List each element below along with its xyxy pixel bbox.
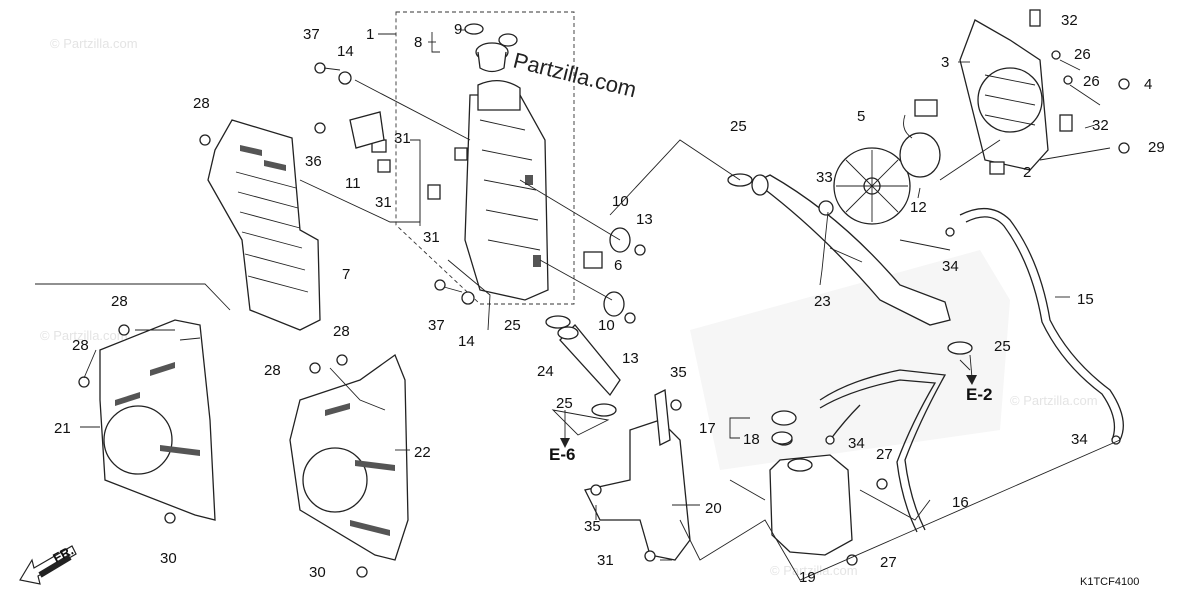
callout: 31: [423, 229, 440, 246]
callout: 16: [952, 494, 969, 511]
callout: 8: [414, 34, 422, 51]
e2-arrow: [966, 354, 977, 385]
callout: 13: [622, 350, 639, 367]
callout: 10: [598, 317, 615, 334]
callout: 26: [1083, 73, 1100, 90]
fan-motor: [899, 99, 941, 178]
front-direction-arrow: FR.: [19, 543, 77, 585]
callout: 23: [814, 293, 831, 310]
section-divider: [35, 283, 231, 311]
callout: 25: [556, 395, 573, 412]
callout: 28: [72, 337, 89, 354]
callout: 28: [333, 323, 350, 340]
callout: 7: [342, 266, 350, 283]
reference-e6: E-6: [549, 445, 575, 464]
callout: 31: [394, 130, 411, 147]
callout: 15: [1077, 291, 1094, 308]
callout: 17: [699, 420, 716, 437]
callout: 28: [193, 95, 210, 112]
callout: 32: [1061, 12, 1078, 29]
callout: 11: [345, 175, 361, 192]
lower-shroud-right: [289, 353, 409, 561]
callout: 6: [614, 257, 622, 274]
e6-arrow: [560, 410, 570, 448]
callout: 10: [612, 193, 629, 210]
callout: 27: [876, 446, 893, 463]
watermark: © Partzilla.com: [1010, 393, 1098, 408]
callout: 34: [848, 435, 865, 452]
reference-e2: E-2: [966, 385, 992, 404]
callout: 19: [799, 569, 816, 586]
callout: 26: [1074, 46, 1091, 63]
callouts: 37 14 1 9 8 28 36 11 31 31 31 7 10 13 6 …: [54, 12, 1165, 586]
callout: 25: [994, 338, 1011, 355]
callout: 1: [366, 26, 374, 43]
callout: 21: [54, 420, 71, 437]
brand-logo-text: Partzilla.com: [511, 48, 639, 103]
callout: 28: [264, 362, 281, 379]
callout: 22: [414, 444, 431, 461]
callout: 2: [1023, 164, 1031, 181]
callout: 24: [537, 363, 554, 380]
leader-lines: [80, 29, 1121, 581]
radiator-shroud: [207, 119, 321, 331]
callout: 25: [730, 118, 747, 135]
callout: 35: [584, 518, 601, 535]
watermark: © Partzilla.com: [50, 36, 138, 51]
callout: 31: [375, 194, 392, 211]
callout: 27: [880, 554, 897, 571]
fan-shroud: [959, 19, 1049, 171]
reserve-hose: [819, 369, 947, 531]
lower-shroud-left: [99, 319, 216, 521]
callout: 28: [111, 293, 128, 310]
callout: 37: [303, 26, 320, 43]
callout: 37: [428, 317, 445, 334]
callout: 29: [1148, 139, 1165, 156]
callout: 32: [1092, 117, 1109, 134]
callout: 35: [670, 364, 687, 381]
callout: 18: [743, 431, 760, 448]
callout: 12: [910, 199, 927, 216]
overflow-hose: [959, 208, 1124, 441]
callout: 34: [1071, 431, 1088, 448]
callout: 20: [705, 500, 722, 517]
radiator-cap: [464, 23, 518, 73]
callout: 31: [597, 552, 614, 569]
callout: 14: [337, 43, 354, 60]
callout: 30: [160, 550, 177, 567]
callout: 14: [458, 333, 475, 350]
cooling-fan: [833, 147, 911, 225]
callout: 4: [1144, 76, 1152, 93]
callout: 25: [504, 317, 521, 334]
callout: 5: [857, 108, 865, 125]
callout: 9: [454, 21, 462, 38]
callout: 30: [309, 564, 326, 581]
upper-hose: [751, 174, 951, 326]
callout: 34: [942, 258, 959, 275]
callout: 36: [305, 153, 322, 170]
lower-hose: [557, 324, 621, 397]
callout: 13: [636, 211, 653, 228]
radiator: [454, 80, 549, 301]
callout: 33: [816, 169, 833, 186]
watermark: © Partzilla.com: [40, 328, 128, 343]
callout: 3: [941, 54, 949, 71]
diagram-code: K1TCF4100: [1080, 576, 1139, 588]
radiator-group-box: [395, 11, 575, 305]
